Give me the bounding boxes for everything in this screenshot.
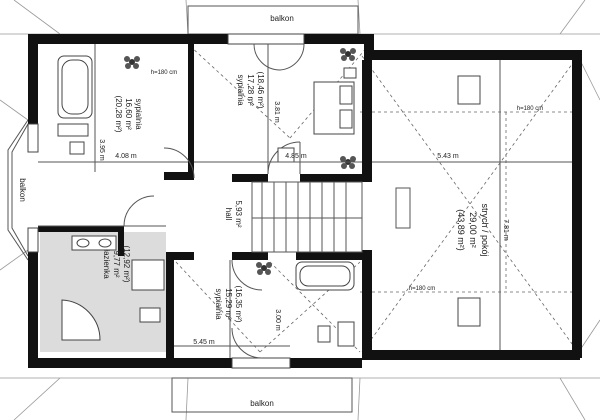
hall-name: hall [224, 208, 233, 221]
balcony-left-label: balkon [18, 178, 27, 202]
plant-icon [256, 262, 272, 275]
bedroom3-area-total: (16,35 m²) [234, 286, 243, 323]
bedroom3-area: 15,29 m² [224, 288, 233, 320]
plant-icon [340, 156, 356, 169]
bathroom-area-total: (12,92 m²) [122, 246, 131, 283]
attic-h-top: h=180 cm [517, 106, 544, 112]
bedroom2-area-total: (18,46 m²) [256, 72, 265, 109]
bathroom-area: 9,77 m² [112, 250, 121, 277]
bedroom1-area: 16,60 m² [124, 98, 133, 130]
attic-width: 5.43 m [437, 153, 459, 160]
balcony-bottom [171, 377, 353, 413]
bedroom1-width: 4.08 m [115, 153, 137, 160]
bedroom3-height: 3.00 m [274, 309, 281, 331]
bathroom-floor [40, 232, 166, 352]
bedroom1-area-total: (20,28 m²) [114, 96, 123, 133]
bedroom1-furniture [57, 55, 93, 155]
walls [28, 34, 582, 368]
balcony-top-label: balkon [270, 14, 294, 23]
bedroom3-name: sypialnia [214, 288, 223, 320]
bedroom2-name: sypialnia [236, 74, 245, 106]
plant-icon [340, 48, 356, 61]
attic-h-bottom: h=180 cm [409, 286, 436, 292]
attic-height: 7.81 m [502, 219, 509, 241]
bedroom2-width: 4.85 m [285, 153, 307, 160]
balcony-bottom-label: balkon [250, 399, 274, 408]
attic-lines [360, 55, 579, 353]
bedroom3-fixtures [295, 261, 355, 347]
attic-name: strych / pokój [480, 203, 490, 256]
bedroom2-area: 17,28 m² [246, 74, 255, 106]
bathroom-name: łazienka [102, 249, 111, 279]
attic-area-total: (43,89 m²) [456, 209, 466, 251]
balcony-left [7, 119, 29, 261]
bedroom2-height: 3.81 m [273, 101, 280, 123]
skylights [457, 75, 481, 327]
plant-icon [124, 56, 140, 69]
dimension-lines [38, 44, 572, 358]
bedroom1-height: 3.95 m [98, 139, 105, 161]
bathroom-fixtures [61, 235, 165, 341]
hall-area: 5,93 m² [234, 200, 243, 227]
attic-area: 29,00 m² [468, 212, 478, 248]
bedroom1-name: sypialnia [134, 98, 143, 130]
bedroom2-bed [277, 67, 357, 163]
stairs [251, 181, 411, 253]
bedroom1-h-note: h=180 cm [151, 70, 178, 76]
bedroom3-width: 5.45 m [193, 339, 215, 346]
